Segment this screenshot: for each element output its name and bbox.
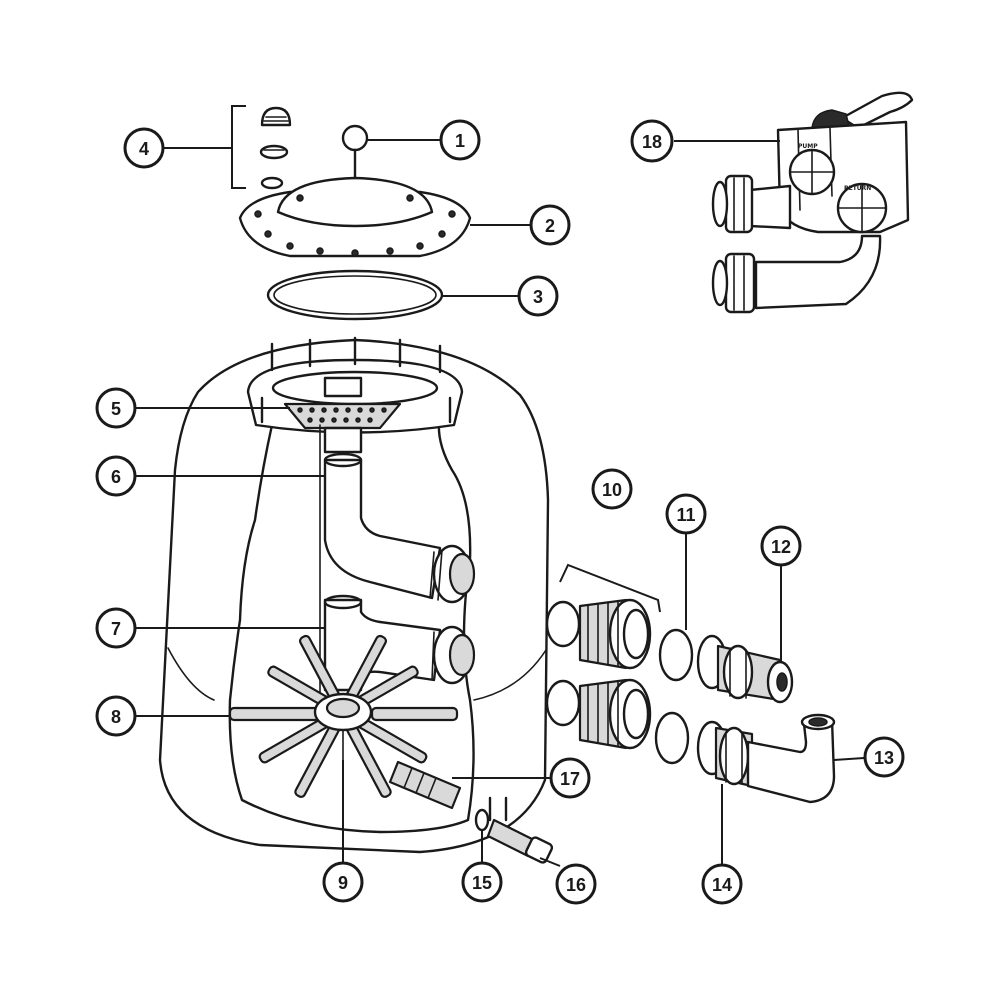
svg-text:14: 14 bbox=[712, 875, 732, 895]
svg-text:6: 6 bbox=[111, 467, 121, 487]
part-12-union-fitting bbox=[696, 634, 794, 704]
lid-bolt-holes bbox=[254, 194, 456, 257]
callout-17: 17 bbox=[549, 757, 591, 799]
svg-text:16: 16 bbox=[566, 875, 586, 895]
part-3-o-ring bbox=[266, 269, 444, 321]
neck-bolts bbox=[260, 336, 452, 424]
callout-1: 1 bbox=[439, 119, 481, 161]
callout-7: 7 bbox=[95, 607, 137, 649]
svg-text:8: 8 bbox=[111, 707, 121, 727]
part-6-upper-pipe bbox=[323, 452, 476, 604]
svg-text:13: 13 bbox=[874, 748, 894, 768]
part-11-o-rings bbox=[654, 628, 694, 765]
callout-5: 5 bbox=[95, 387, 137, 429]
part-16-drain-plug bbox=[486, 818, 554, 864]
part-5-diffuser bbox=[283, 376, 402, 454]
callout-8: 8 bbox=[95, 695, 137, 737]
part-18-multiport-valve: PUMP RETURN bbox=[711, 91, 914, 314]
svg-text:15: 15 bbox=[472, 873, 492, 893]
part-17-drain-pipe bbox=[388, 760, 462, 810]
leader-lines bbox=[136, 139, 865, 867]
svg-text:2: 2 bbox=[545, 216, 555, 236]
part-13-elbow bbox=[746, 713, 836, 804]
part-9-hub bbox=[313, 692, 373, 761]
svg-text:3: 3 bbox=[533, 287, 543, 307]
part-10-adapters bbox=[545, 563, 661, 750]
callout-15: 15 bbox=[461, 861, 503, 903]
svg-text:12: 12 bbox=[771, 537, 791, 557]
valve-return-label: RETURN bbox=[844, 185, 871, 192]
callout-2: 2 bbox=[529, 204, 571, 246]
callout-16: 16 bbox=[555, 863, 597, 905]
svg-text:11: 11 bbox=[676, 505, 695, 525]
svg-text:4: 4 bbox=[139, 139, 149, 159]
callout-12: 12 bbox=[760, 525, 802, 567]
svg-text:7: 7 bbox=[111, 619, 121, 639]
valve-pump-label: PUMP bbox=[798, 143, 818, 150]
part-14-union-nut bbox=[696, 720, 754, 788]
callout-9: 9 bbox=[322, 861, 364, 903]
callout-6: 6 bbox=[95, 455, 137, 497]
callout-3: 3 bbox=[517, 275, 559, 317]
svg-text:1: 1 bbox=[455, 131, 465, 151]
callout-18: 18 bbox=[630, 119, 674, 163]
svg-text:10: 10 bbox=[602, 480, 622, 500]
svg-text:9: 9 bbox=[338, 873, 348, 893]
callout-10: 10 bbox=[591, 468, 633, 510]
svg-text:5: 5 bbox=[111, 399, 121, 419]
part-15-drain-seal bbox=[474, 796, 508, 832]
svg-text:17: 17 bbox=[560, 769, 580, 789]
callout-14: 14 bbox=[701, 863, 743, 905]
svg-text:18: 18 bbox=[642, 132, 662, 152]
part-4-small-parts bbox=[231, 105, 292, 190]
callout-13: 13 bbox=[863, 736, 905, 778]
callout-11: 11 bbox=[665, 493, 707, 535]
part-2-dome-lid bbox=[238, 176, 472, 258]
callout-4: 4 bbox=[123, 127, 165, 169]
